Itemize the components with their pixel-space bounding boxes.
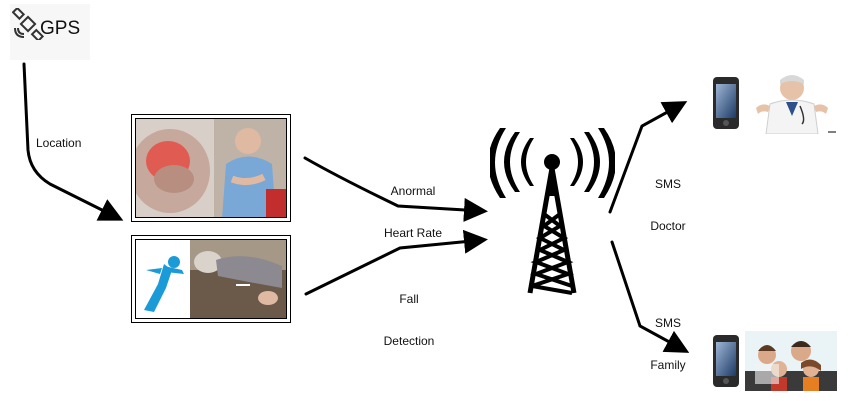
- fall-detection-photo: [131, 235, 291, 323]
- sms-doctor-label-line1: SMS: [654, 177, 681, 191]
- family-photo: [745, 331, 837, 391]
- satellite-icon: [12, 8, 44, 40]
- fall-detection-label-line1: Fall: [399, 292, 419, 306]
- sms-family-label: SMS Family: [643, 288, 693, 386]
- sms-doctor-arrow: [608, 101, 688, 214]
- sms-doctor-label: SMS Doctor: [643, 149, 693, 247]
- sms-family-label-line1: SMS: [654, 316, 681, 330]
- mobile-phone-icon: [713, 77, 739, 129]
- location-arrow: [22, 62, 124, 221]
- heart-rate-arrow: [303, 156, 488, 222]
- gps-label: GPS: [40, 18, 81, 39]
- heart-rate-label: Anormal Heart Rate: [368, 156, 458, 254]
- heart-rate-label-line1: Anormal: [390, 184, 436, 198]
- fall-detection-label-line2: Detection: [383, 334, 435, 348]
- location-label: Location: [36, 136, 82, 150]
- sms-family-label-line2: Family: [650, 358, 686, 372]
- cell-tower-icon: [490, 128, 615, 295]
- sms-doctor-label-line2: Doctor: [650, 219, 686, 233]
- falling-person-icon: [144, 256, 184, 312]
- fall-detection-arrow: [304, 229, 488, 296]
- heart-attack-photo: [131, 114, 291, 222]
- mobile-phone-icon: [713, 335, 739, 387]
- sms-family-arrow: [610, 240, 690, 353]
- fall-detection-label: Fall Detection: [376, 264, 442, 362]
- doctor-photo: [752, 70, 836, 134]
- heart-rate-label-line2: Heart Rate: [383, 226, 443, 240]
